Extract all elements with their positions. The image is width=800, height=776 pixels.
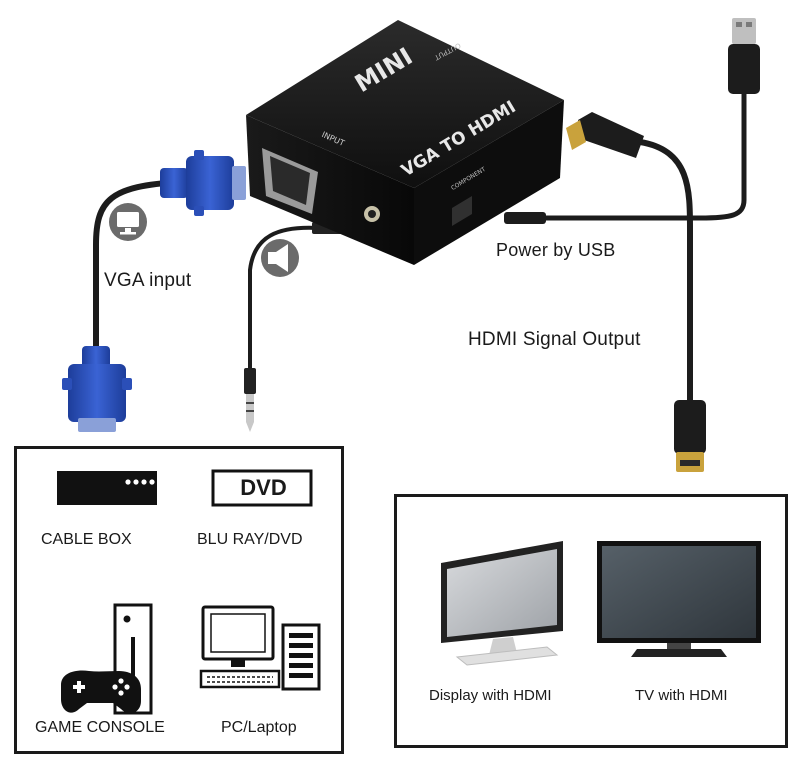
pc-icon <box>199 605 321 691</box>
monitor-bubble-icon <box>109 203 147 241</box>
source-label-game-console: GAME CONSOLE <box>35 719 165 736</box>
source-label-blu-ray-dvd: BLU RAY/DVD <box>197 531 303 548</box>
source-label-pc-laptop: PC/Laptop <box>221 719 297 736</box>
game-console-icon <box>61 603 153 715</box>
audio-cable <box>244 222 356 432</box>
hdmi-output-cable <box>566 112 706 472</box>
power-by-usb-label: Power by USB <box>496 240 616 260</box>
tv-icon <box>597 541 761 657</box>
display-label-tv: TV with HDMI <box>635 687 728 704</box>
source-label-cable-box: CABLE BOX <box>41 531 132 548</box>
displays-panel: Display with HDMI TV with HDMI <box>394 494 788 748</box>
dvd-badge-text: DVD <box>240 475 287 500</box>
speaker-bubble-icon <box>261 239 299 277</box>
cable-box-icon <box>57 471 157 505</box>
vga-input-label: VGA input <box>104 270 192 291</box>
converter-device <box>246 20 564 265</box>
monitor-icon <box>441 541 563 666</box>
vga-cable <box>62 150 246 432</box>
dvd-player-icon <box>211 469 313 507</box>
hdmi-signal-output-label: HDMI Signal Output <box>468 329 641 350</box>
display-label-monitor: Display with HDMI <box>429 687 552 704</box>
sources-panel: DVD CABLE BOX BLU RAY/DVD GAME CONSOLE P… <box>14 446 344 754</box>
usb-power-cable <box>504 18 760 224</box>
